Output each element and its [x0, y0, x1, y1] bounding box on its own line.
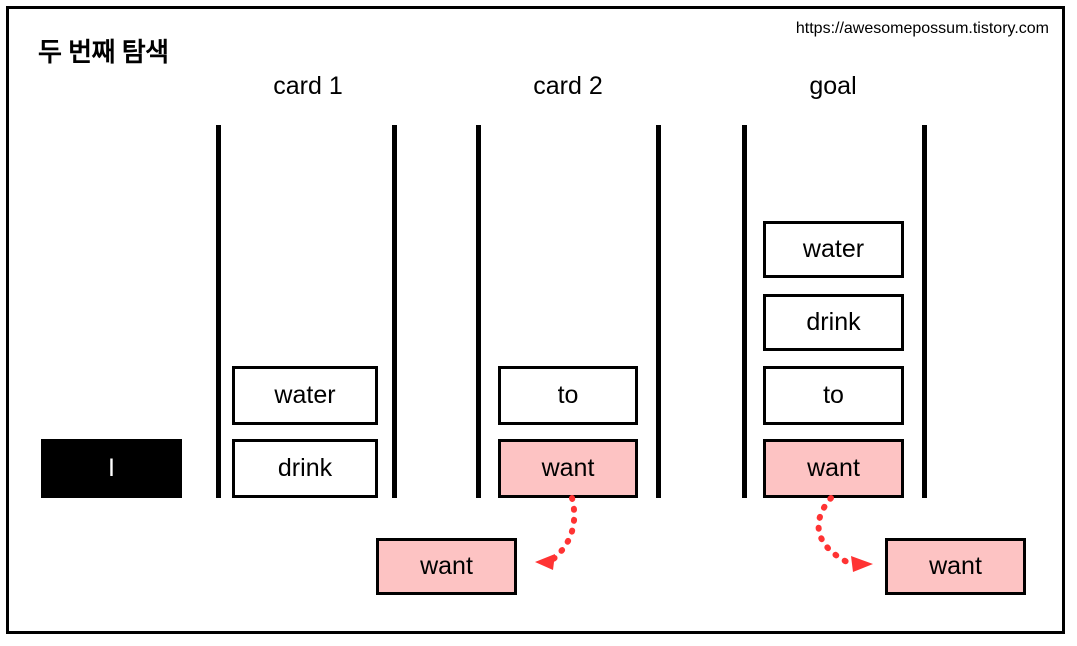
stack-bar-goal-right — [922, 125, 927, 498]
card1-item-water: water — [232, 366, 378, 425]
card1-item-drink: drink — [232, 439, 378, 498]
stack-bar-goal-left — [742, 125, 747, 498]
pop-arrow-card2-icon — [535, 495, 578, 570]
popped-token-right: want — [885, 538, 1026, 595]
card2-item-want: want — [498, 439, 638, 498]
stack-bar-card2-left — [476, 125, 481, 498]
column-header-card1: card 1 — [273, 72, 343, 100]
goal-item-water: water — [763, 221, 904, 278]
goal-item-drink: drink — [763, 294, 904, 351]
diagram-frame — [6, 6, 1065, 634]
source-url: https://awesomepossum.tistory.com — [795, 20, 1049, 37]
card2-item-to: to — [498, 366, 638, 425]
column-header-card2: card 2 — [533, 72, 603, 100]
stack-bar-card1-right — [392, 125, 397, 498]
stack-bar-card1-left — [216, 125, 221, 498]
goal-item-to: to — [763, 366, 904, 425]
stack-bar-card2-right — [656, 125, 661, 498]
page-title: 두 번째 탐색 — [38, 37, 169, 67]
goal-item-want: want — [763, 439, 904, 498]
popped-token-left: want — [376, 538, 517, 595]
current-token-box: I — [41, 439, 182, 498]
column-header-goal: goal — [809, 72, 857, 100]
push-arrow-goal-icon — [815, 495, 873, 572]
